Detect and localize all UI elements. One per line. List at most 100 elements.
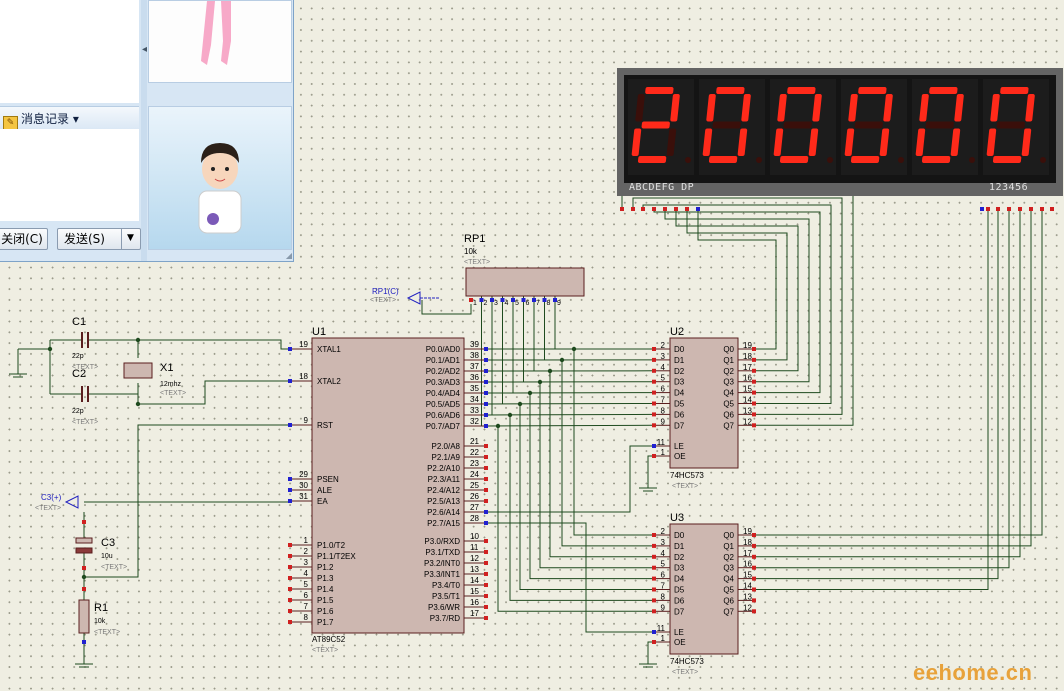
pin-marker [652, 390, 656, 395]
latch-le-number: 11 [657, 624, 666, 633]
pin-marker [484, 369, 488, 373]
segment-b [741, 94, 751, 122]
u1-pin-label: P2.3/A11 [428, 475, 461, 484]
pin-marker [484, 358, 488, 362]
segment-f [635, 94, 645, 122]
rp1-text: <TEXT> [464, 259, 490, 266]
pin-marker [484, 510, 488, 514]
segment-g [712, 121, 741, 129]
u1-pin-number: 35 [470, 384, 479, 393]
message-input[interactable] [0, 129, 139, 221]
c2-value: 22p [72, 408, 84, 415]
wire [88, 339, 290, 350]
c3-plate [75, 537, 93, 544]
u1-pin-number: 36 [470, 373, 479, 382]
send-button[interactable]: 发送(S)▼ [57, 228, 141, 250]
panel-splitter[interactable] [141, 0, 147, 261]
rp1-pin-number: 6 [526, 300, 530, 307]
latch-pin-number: 5 [661, 374, 666, 383]
u1-pin-label: P1.7 [317, 618, 334, 627]
pin-marker [484, 455, 488, 459]
u1-pin-label: XTAL2 [317, 377, 341, 386]
latch-pin-label: Q5 [723, 586, 734, 595]
u1-pin-number: 10 [470, 532, 479, 541]
u3-name: U3 [670, 512, 684, 524]
wire [561, 360, 654, 547]
latch-pin-label: D2 [674, 553, 685, 562]
message-history-button[interactable]: ✎消息记录 ▾ [3, 110, 79, 130]
wire [647, 455, 654, 476]
u1-pin-label: P1.4 [317, 585, 334, 594]
segment-b [670, 94, 680, 122]
u1-pin-number: 34 [470, 395, 479, 404]
rp1-probe-text: <TEXT> [370, 297, 396, 304]
u1-pin-label: P0.1/AD1 [426, 356, 461, 365]
segment-e [631, 128, 642, 156]
u1-pin-label: P3.6/WR [428, 603, 460, 612]
latch-pin-number: 15 [743, 571, 752, 580]
segment-d [708, 156, 738, 163]
pin-marker [652, 207, 656, 211]
r1-body [78, 599, 90, 634]
pin-marker [752, 598, 756, 603]
latch-le-label: LE [674, 442, 684, 451]
u1-pin-number: 24 [470, 470, 479, 479]
display-face [624, 75, 1056, 183]
latch-oe-number: 1 [661, 448, 666, 457]
u1-pin-label: P0.6/AD6 [426, 411, 461, 420]
u2-body [669, 337, 739, 469]
segment-dp [969, 157, 975, 163]
latch-pin-number: 6 [661, 385, 666, 394]
u1-pin-label: P0.4/AD4 [426, 389, 461, 398]
resize-grip-icon[interactable]: ◢ [285, 251, 292, 260]
pin-marker [652, 543, 656, 548]
segment-e [915, 128, 926, 156]
latch-pin-label: Q3 [723, 378, 734, 387]
pin-marker [288, 477, 292, 481]
send-options-dropdown[interactable]: ▼ [121, 229, 140, 249]
segment-dp [1040, 157, 1046, 163]
message-area[interactable] [0, 0, 139, 103]
x1-name: X1 [160, 362, 173, 374]
collapse-arrow-icon[interactable]: ◂ [142, 44, 148, 55]
pin-marker [652, 444, 656, 448]
latch-pin-number: 2 [661, 527, 666, 536]
segment-d [992, 156, 1022, 163]
wire [421, 300, 472, 315]
u2-text: <TEXT> [672, 483, 698, 490]
close-button[interactable]: 关闭(C) [0, 228, 48, 250]
pin-marker [82, 640, 86, 644]
latch-pin-number: 8 [661, 406, 666, 415]
latch-oe-label: OE [674, 452, 686, 461]
latch-pin-number: 4 [661, 549, 666, 558]
latch-pin-label: Q0 [723, 531, 734, 540]
pin-marker [484, 550, 488, 554]
latch-pin-label: D6 [674, 596, 685, 605]
seven-segment-display: ABCDEFG DP 123456 [617, 68, 1063, 196]
pin-marker [1040, 207, 1044, 211]
u3-text: <TEXT> [672, 669, 698, 676]
latch-pin-number: 5 [661, 560, 666, 569]
junction-dot [81, 574, 87, 580]
latch-pin-label: Q7 [723, 421, 734, 430]
pin-marker [288, 423, 292, 427]
latch-pin-number: 6 [661, 571, 666, 580]
rp1-pin-number: 8 [547, 300, 551, 307]
junction-dot [547, 368, 553, 374]
segment-e [844, 128, 855, 156]
pin-marker [484, 561, 488, 565]
wire [509, 415, 654, 601]
segment-b [883, 94, 893, 122]
r1-name: R1 [94, 602, 108, 614]
latch-pin-label: D7 [674, 421, 685, 430]
wire [754, 210, 999, 580]
latch-pin-number: 3 [661, 352, 666, 361]
u1-pin-number: 11 [470, 543, 479, 552]
chat-toolbar: ✎消息记录 ▾ [0, 106, 139, 130]
pin-marker [288, 609, 292, 613]
segment-c [666, 128, 677, 156]
u2-name: U2 [670, 326, 684, 338]
junction-dot [507, 412, 513, 418]
latch-pin-label: D6 [674, 410, 685, 419]
